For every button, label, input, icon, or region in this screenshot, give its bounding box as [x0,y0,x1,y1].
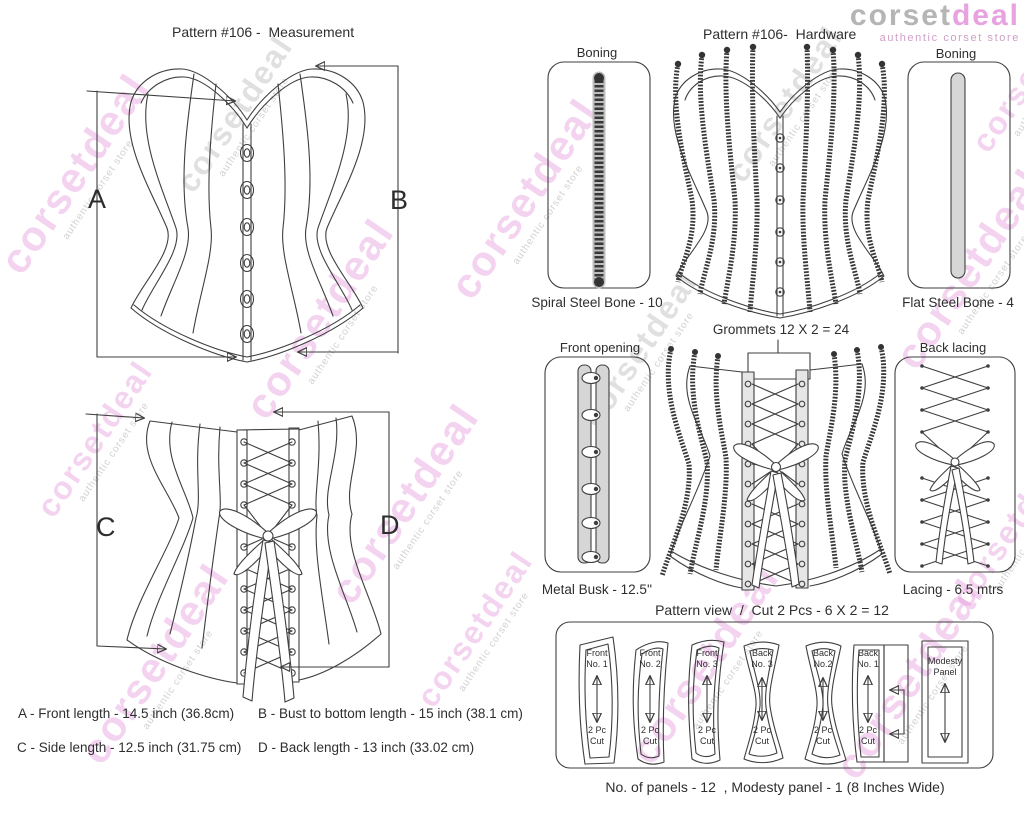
piece-label: Modesty Panel [927,656,962,677]
spiral-bones [659,344,893,577]
facing-bracket [890,690,905,734]
metal-busk-panel [544,356,651,573]
lace-dots [920,364,990,568]
piece-label: Back No. 1 [857,648,879,669]
piece-label: Back No.2 [812,648,833,669]
grommet-callout-box [747,352,811,380]
spiral-bones [673,43,887,313]
logo-tagline: authentic corset store [879,32,1020,44]
corset-outline [669,365,743,589]
measure-label-a: A [88,184,107,214]
measurement-section-title: Pattern #106 - Measurement [172,24,355,40]
boning-flat-header: Boning [935,46,977,61]
spiral-bone-caption: Spiral Steel Bone - 10 [531,295,663,310]
grommets [744,380,806,588]
busk-clasps [581,371,601,564]
measure-line-b [298,66,399,353]
pattern-pieces-drawing [555,621,994,769]
logo-wordmark: corsetdeal [849,0,1020,32]
corset-outline [128,68,366,363]
lacing-bow [733,443,819,589]
piece-cut-note: 2 Pc Cut [813,725,832,746]
measure-label-d: D [380,510,400,540]
lacing-bow [915,441,995,565]
brand-logo: corsetdeal authentic corset store [850,1,1020,44]
corset-outline [673,68,887,319]
panel-seams [141,73,353,334]
piece-cut-note: 2 Pc Cut [697,725,716,746]
back-lacing-header: Back lacing [919,340,987,355]
piece-label: Front No. 2 [639,648,661,669]
hardware-back-corset-drawing [659,339,893,591]
busk-grommets [775,133,785,297]
bottom-band [133,304,361,358]
grommets-note: Grommets 12 X 2 = 24 [712,322,850,337]
piece-cut-note: 2 Pc Cut [640,725,659,746]
measure-label-b: B [390,185,409,215]
measure-line-d [274,412,390,667]
boning-spiral-header: Boning [576,45,618,60]
pattern-view-title: Pattern view / Cut 2 Pcs - 6 X 2 = 12 [655,602,889,618]
flat-bone-panel [907,61,1011,289]
legend-side-length: C - Side length - 12.5 inch (31.75 cm) [17,740,242,755]
busk-clasps [239,143,255,344]
piece-cut-note: 2 Pc Cut [587,725,606,746]
piece-label: Front No. 1 [586,648,608,669]
front-view-corset-drawing [128,68,366,363]
busk-caption: Metal Busk - 12.5'' [541,582,653,597]
lacing-bow [219,508,317,703]
flat-bone-caption: Flat Steel Bone - 4 [902,295,1014,310]
panels-footer-note: No. of panels - 12 , Modesty panel - 1 (… [605,779,945,795]
piece-label: Front No. 3 [696,648,718,669]
lacing-panel [894,356,1016,573]
measure-line-c [85,414,166,649]
hardware-section-title: Pattern #106- Hardware [703,26,857,42]
piece-label: Back No. 3 [751,648,773,669]
spiral-bone-panel [547,61,651,289]
legend-back-length: D - Back length - 13 inch (33.02 cm) [258,740,475,755]
hardware-front-corset-drawing [673,43,887,319]
back-view-corset-drawing [126,415,382,703]
legend-bust-to-bottom: B - Bust to bottom length - 15 inch (38.… [258,706,523,721]
piece-cut-note: 2 Pc Cut [858,725,877,746]
measure-label-c: C [96,512,116,542]
piece-cut-note: 2 Pc Cut [752,725,771,746]
legend-front-length: A - Front length - 14.5 inch (36.8cm) [18,706,235,721]
lacing-caption: Lacing - 6.5 mtrs [902,582,1004,597]
front-opening-header: Front opening [559,340,641,355]
pieces-container-box [555,621,994,769]
corset-outline [126,420,238,684]
measure-line-a [86,90,236,357]
busk-line [242,123,252,361]
panel-seams [146,417,358,649]
